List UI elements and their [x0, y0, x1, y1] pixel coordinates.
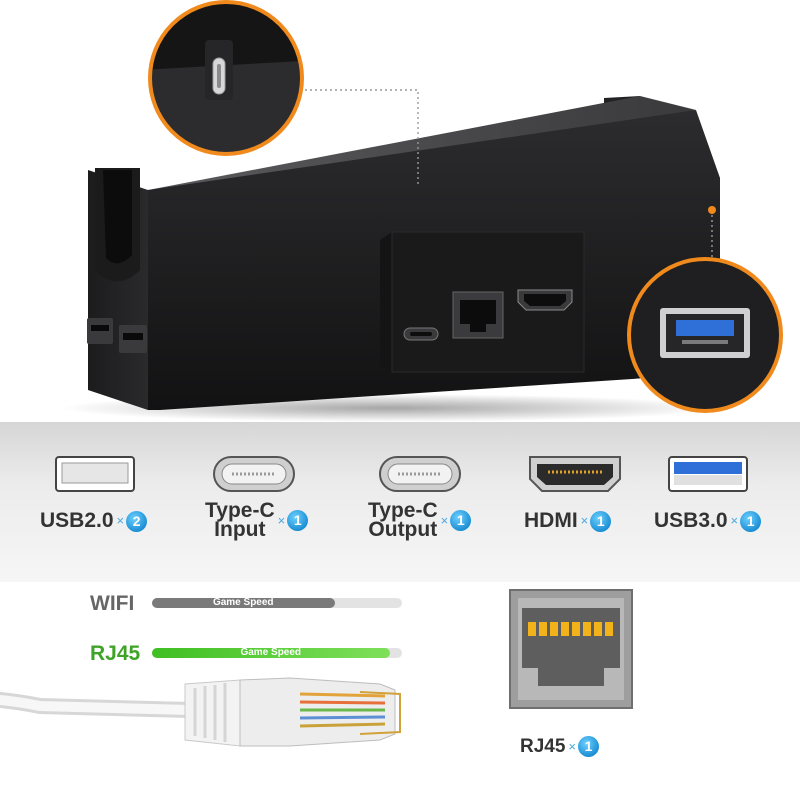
usb3-tongue-icon — [676, 320, 734, 336]
rj45-port-icon — [509, 589, 633, 709]
cable-wires — [299, 692, 386, 728]
rj45-contact-pins — [528, 622, 613, 636]
typec-output-port-icon — [379, 456, 461, 492]
rj45-port-label: RJ45×1 — [520, 736, 600, 758]
ethernet-cable-image — [0, 677, 401, 747]
port-label-usb3: USB3.0×1 — [654, 510, 762, 532]
count-badge: 1 — [740, 510, 762, 532]
typec-input-port-icon — [213, 456, 295, 492]
count-badge: 1 — [578, 736, 600, 758]
usb3-port-icon — [668, 456, 748, 492]
side-usb2-ports — [87, 318, 147, 353]
wifi-speed-fill: Game Speed — [152, 598, 335, 608]
rj45-speed-fill: Game Speed — [152, 648, 390, 658]
count-badge: 2 — [126, 510, 148, 532]
port-label-hdmi: HDMI×1 — [524, 510, 612, 532]
count-badge: 1 — [590, 510, 612, 532]
port-label-usb2: USB2.0×2 — [40, 510, 148, 532]
rj45-speed-label: RJ45 — [90, 642, 141, 665]
rj45-speed-bar: Game Speed — [152, 648, 402, 658]
typec-zoom-callout — [148, 0, 304, 156]
usb3-zoom-callout — [627, 257, 783, 413]
dock-product-image — [60, 0, 783, 422]
wifi-speed-bar: Game Speed — [152, 598, 402, 608]
rear-port-panel — [380, 231, 585, 373]
port-summary-band — [0, 422, 800, 582]
count-badge: 1 — [450, 509, 472, 531]
hdmi-port-icon — [529, 456, 621, 492]
count-badge: 1 — [287, 509, 309, 531]
usb2-port-icon — [55, 456, 135, 492]
wifi-label: WIFI — [90, 592, 135, 615]
